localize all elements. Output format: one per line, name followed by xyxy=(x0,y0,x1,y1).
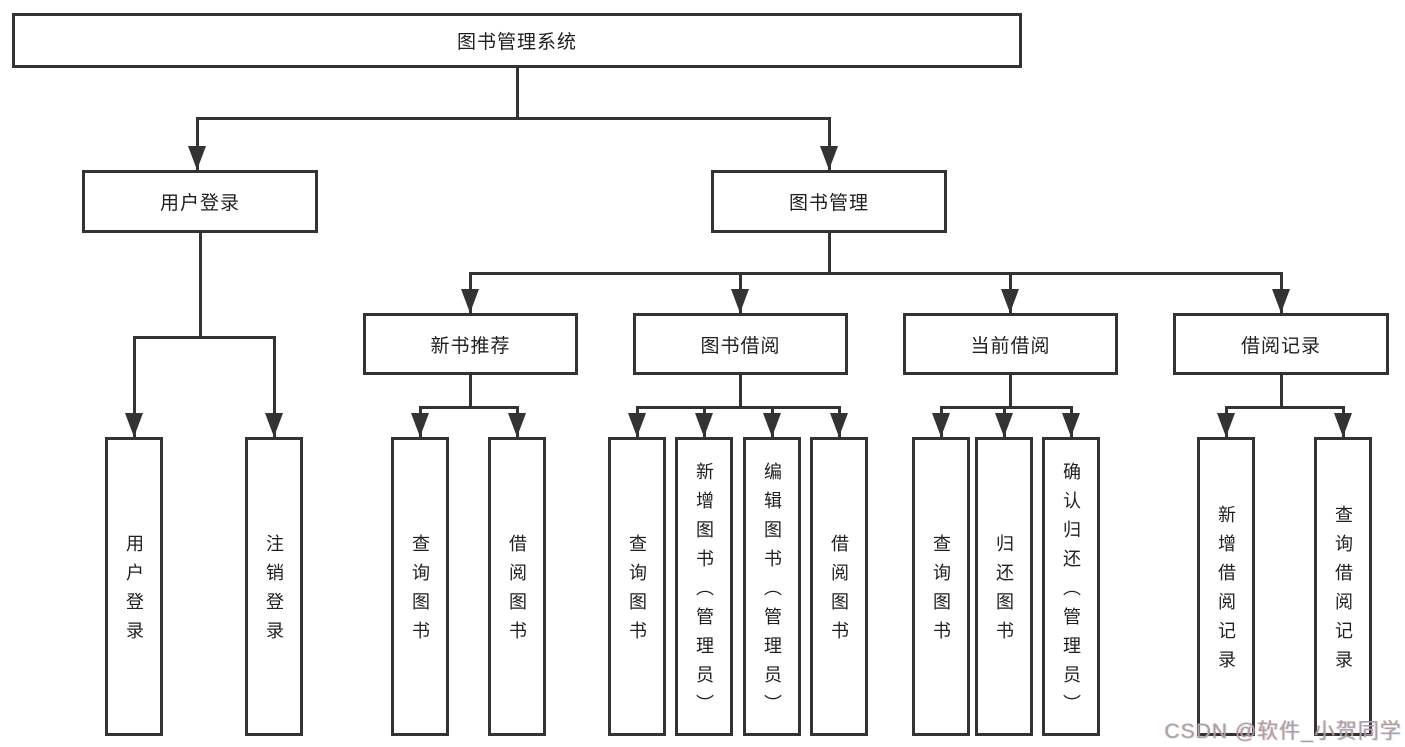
arrow-down-icon xyxy=(1001,289,1019,313)
leaf-bb-query-book-label: 查询图书 xyxy=(627,534,647,650)
line xyxy=(1280,375,1283,409)
leaf-bb-add-book-label: 新增图书（管理员） xyxy=(694,461,714,723)
leaf-user-login: 用户登录 xyxy=(105,437,163,736)
arrow-down-icon xyxy=(628,413,646,437)
leaf-cb-return-book: 归还图书 xyxy=(975,437,1033,736)
line xyxy=(196,117,199,170)
arrow-down-icon xyxy=(461,289,479,313)
line xyxy=(636,406,841,409)
leaf-cb-query-book-label: 查询图书 xyxy=(931,534,951,650)
leaf-bb-edit-book: 编辑图书（管理员） xyxy=(743,437,801,736)
node-book-borrowing-label: 图书借阅 xyxy=(700,335,781,357)
leaf-br-query-record-label: 查询借阅记录 xyxy=(1333,505,1353,679)
line xyxy=(828,117,831,170)
line xyxy=(199,233,202,337)
arrow-down-icon xyxy=(932,413,950,437)
arrow-down-icon xyxy=(1272,289,1290,313)
node-book-borrowing: 图书借阅 xyxy=(633,313,848,375)
arrow-down-icon xyxy=(695,413,713,437)
leaf-nbr-borrow-book-label: 借阅图书 xyxy=(507,534,527,650)
line xyxy=(133,336,136,437)
arrow-down-icon xyxy=(763,413,781,437)
arrow-down-icon xyxy=(508,413,526,437)
leaf-logout: 注销登录 xyxy=(245,437,303,736)
leaf-br-query-record: 查询借阅记录 xyxy=(1314,437,1372,736)
leaf-bb-edit-book-label: 编辑图书（管理员） xyxy=(762,461,782,723)
arrow-down-icon xyxy=(265,413,283,437)
leaf-br-add-record-label: 新增借阅记录 xyxy=(1216,505,1236,679)
leaf-br-add-record: 新增借阅记录 xyxy=(1197,437,1255,736)
arrow-down-icon xyxy=(125,413,143,437)
line xyxy=(273,336,276,437)
arrow-down-icon xyxy=(995,413,1013,437)
line xyxy=(419,406,519,409)
node-root: 图书管理系统 xyxy=(12,13,1022,68)
node-current-borrowing: 当前借阅 xyxy=(903,313,1118,375)
node-book-management: 图书管理 xyxy=(711,170,947,233)
arrow-down-icon xyxy=(1334,413,1352,437)
leaf-user-login-label: 用户登录 xyxy=(124,534,144,650)
leaf-cb-confirm-return: 确认归还（管理员） xyxy=(1042,437,1100,736)
arrow-down-icon xyxy=(411,413,429,437)
node-borrowing-records: 借阅记录 xyxy=(1173,313,1389,375)
node-new-book-recommend: 新书推荐 xyxy=(363,313,578,375)
arrow-down-icon xyxy=(731,289,749,313)
leaf-bb-borrow-book-label: 借阅图书 xyxy=(829,534,849,650)
leaf-nbr-borrow-book: 借阅图书 xyxy=(488,437,546,736)
line xyxy=(828,233,831,275)
node-root-label: 图书管理系统 xyxy=(456,32,577,53)
line xyxy=(1225,406,1345,409)
arrow-down-icon xyxy=(830,413,848,437)
line xyxy=(133,336,276,339)
node-borrowing-records-label: 借阅记录 xyxy=(1240,335,1321,357)
leaf-logout-label: 注销登录 xyxy=(264,534,284,650)
node-user-login-label: 用户登录 xyxy=(159,193,240,214)
line xyxy=(469,375,472,409)
arrow-down-icon xyxy=(1062,413,1080,437)
leaf-nbr-query-book-label: 查询图书 xyxy=(410,534,430,650)
leaf-bb-query-book: 查询图书 xyxy=(608,437,666,736)
leaf-bb-add-book: 新增图书（管理员） xyxy=(675,437,733,736)
arrow-down-icon xyxy=(820,146,838,170)
leaf-cb-confirm-return-label: 确认归还（管理员） xyxy=(1061,461,1081,723)
leaf-cb-return-book-label: 归还图书 xyxy=(994,534,1014,650)
csdn-watermark: CSDN @软件_小贺同学 xyxy=(1164,720,1402,743)
arrow-down-icon xyxy=(188,146,206,170)
line xyxy=(940,406,1073,409)
line xyxy=(469,272,1283,275)
node-new-book-recommend-label: 新书推荐 xyxy=(430,335,511,357)
line xyxy=(1009,375,1012,409)
line xyxy=(196,117,830,120)
node-user-login: 用户登录 xyxy=(82,170,318,233)
arrow-down-icon xyxy=(1217,413,1235,437)
leaf-nbr-query-book: 查询图书 xyxy=(391,437,449,736)
node-book-management-label: 图书管理 xyxy=(788,193,869,214)
line xyxy=(739,375,742,409)
leaf-cb-query-book: 查询图书 xyxy=(912,437,970,736)
node-current-borrowing-label: 当前借阅 xyxy=(970,335,1051,357)
line xyxy=(516,68,519,118)
leaf-bb-borrow-book: 借阅图书 xyxy=(810,437,868,736)
